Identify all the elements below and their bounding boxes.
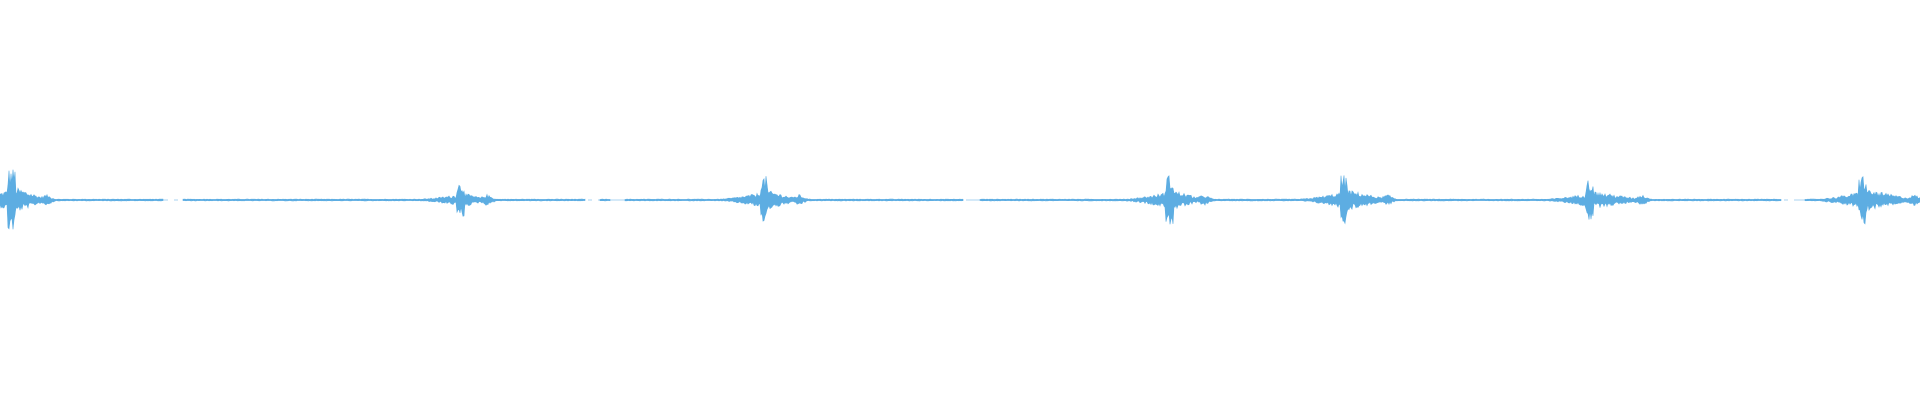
- waveform-segment: [979, 175, 1782, 225]
- waveform-path-group: [0, 169, 1920, 230]
- waveform-segment: [624, 176, 964, 222]
- waveform-segment: [599, 198, 611, 202]
- waveform-segment: [1804, 175, 1920, 225]
- waveform-segment: [182, 184, 586, 217]
- waveform-segment: [0, 169, 164, 230]
